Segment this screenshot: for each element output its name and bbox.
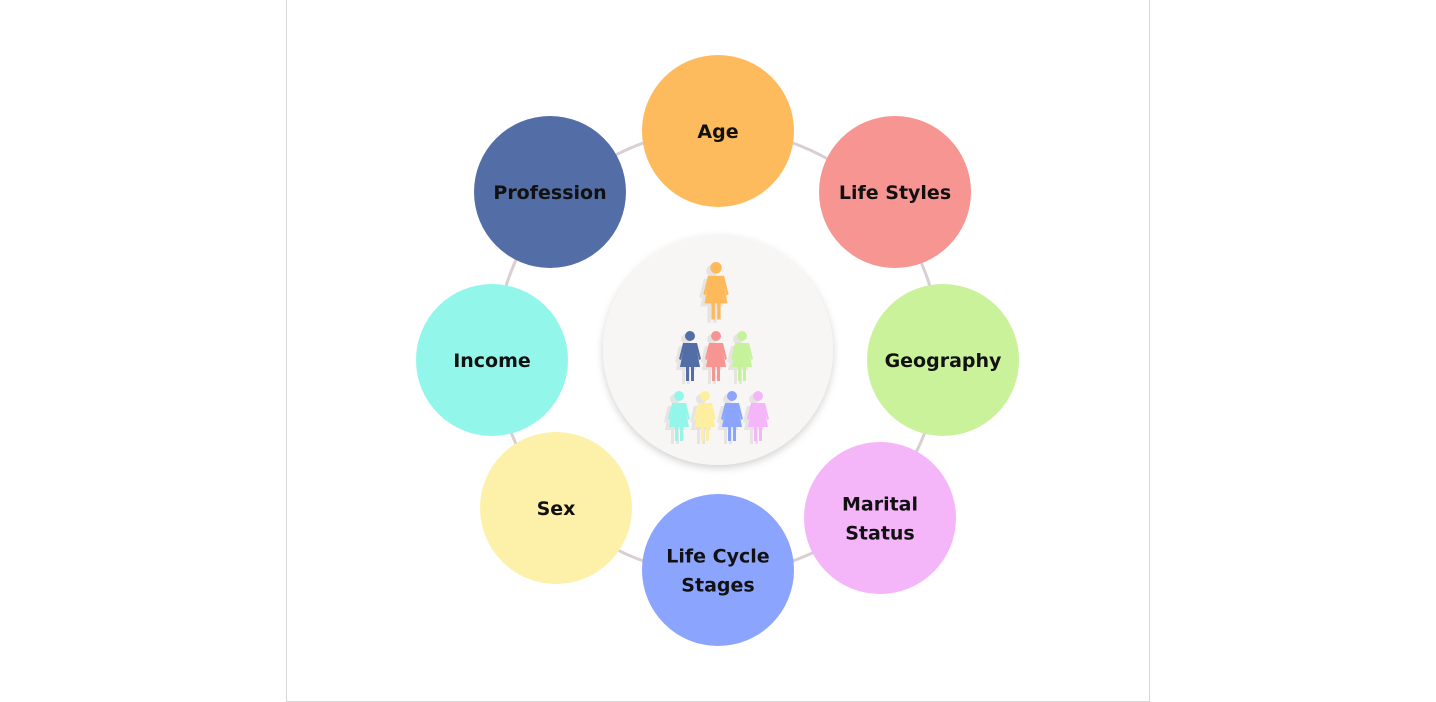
node-label: Age [697, 121, 738, 143]
person-icon [694, 391, 716, 441]
node-income: Income [416, 284, 568, 436]
node-label: Stages [681, 575, 754, 597]
person-icon [668, 391, 690, 441]
person-icon [703, 262, 729, 320]
node-circle [416, 284, 568, 436]
node-circle [867, 284, 1019, 436]
node-label: Profession [493, 182, 606, 204]
node-circle [480, 432, 632, 584]
node-label: Status [845, 523, 915, 545]
person-icon [705, 331, 727, 381]
node-circle [642, 55, 794, 207]
node-sex: Sex [480, 432, 632, 584]
node-profession: Profession [474, 116, 626, 268]
node-circle [642, 494, 794, 646]
person-icon [747, 391, 769, 441]
person-icon [721, 391, 743, 441]
node-circle [474, 116, 626, 268]
node-label: Income [453, 350, 531, 372]
node-label: Geography [885, 350, 1002, 372]
node-geography: Geography [867, 284, 1019, 436]
node-label: Life Styles [839, 182, 951, 204]
node-life-styles: Life Styles [819, 116, 971, 268]
node-age: Age [642, 55, 794, 207]
node-circle [804, 442, 956, 594]
node-label: Life Cycle [666, 546, 769, 568]
node-label: Marital [842, 494, 918, 516]
person-icon [679, 331, 701, 381]
person-icon [731, 331, 753, 381]
node-label: Sex [537, 498, 576, 520]
people-pyramid-icon [664, 262, 769, 444]
node-circle [819, 116, 971, 268]
